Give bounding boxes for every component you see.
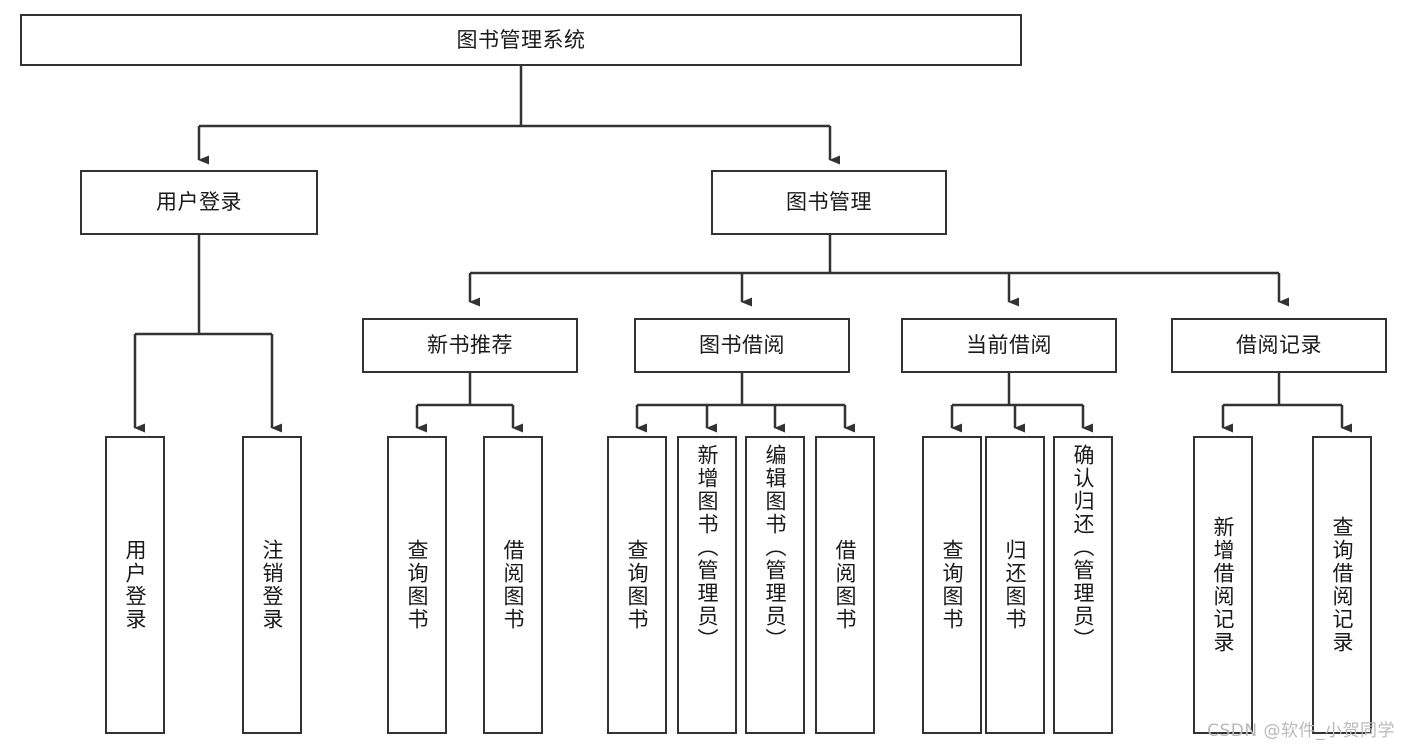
node-book-borrow[interactable]: 图书借阅 bbox=[634, 318, 850, 373]
node-leaf-query-record-label: 查询借阅记录 bbox=[1330, 516, 1355, 654]
node-new-book-recommend-label: 新书推荐 bbox=[427, 333, 513, 358]
node-leaf-borrow-book-2-label: 借阅图书 bbox=[833, 539, 858, 631]
node-leaf-edit-book[interactable]: 编辑图书（管理员） bbox=[745, 436, 805, 734]
node-leaf-query-record[interactable]: 查询借阅记录 bbox=[1312, 436, 1372, 734]
node-leaf-borrow-book-2[interactable]: 借阅图书 bbox=[815, 436, 875, 734]
node-borrow-record[interactable]: 借阅记录 bbox=[1171, 318, 1387, 373]
node-book-management-label: 图书管理 bbox=[786, 190, 872, 215]
node-leaf-add-record[interactable]: 新增借阅记录 bbox=[1193, 436, 1253, 734]
node-leaf-borrow-book-1[interactable]: 借阅图书 bbox=[483, 436, 543, 734]
node-leaf-user-login[interactable]: 用户登录 bbox=[105, 436, 165, 734]
node-leaf-return-book-label: 归还图书 bbox=[1003, 539, 1028, 631]
node-leaf-query-book-3[interactable]: 查询图书 bbox=[922, 436, 982, 734]
node-root[interactable]: 图书管理系统 bbox=[20, 14, 1022, 66]
node-leaf-query-book-2-label: 查询图书 bbox=[625, 539, 650, 631]
node-leaf-add-record-label: 新增借阅记录 bbox=[1211, 516, 1236, 654]
node-leaf-query-book-1-label: 查询图书 bbox=[405, 539, 430, 631]
node-leaf-confirm-return-label: 确认归还（管理员） bbox=[1071, 444, 1096, 651]
node-leaf-query-book-3-label: 查询图书 bbox=[940, 539, 965, 631]
node-leaf-edit-book-label: 编辑图书（管理员） bbox=[763, 444, 788, 651]
node-book-management[interactable]: 图书管理 bbox=[711, 170, 947, 235]
node-user-login-label: 用户登录 bbox=[156, 190, 242, 215]
node-new-book-recommend[interactable]: 新书推荐 bbox=[362, 318, 578, 373]
node-leaf-query-book-1[interactable]: 查询图书 bbox=[387, 436, 447, 734]
node-leaf-add-book-label: 新增图书（管理员） bbox=[695, 444, 720, 651]
node-leaf-user-login-label: 用户登录 bbox=[123, 539, 148, 631]
node-book-borrow-label: 图书借阅 bbox=[699, 333, 785, 358]
node-leaf-add-book[interactable]: 新增图书（管理员） bbox=[677, 436, 737, 734]
node-leaf-query-book-2[interactable]: 查询图书 bbox=[607, 436, 667, 734]
node-leaf-confirm-return[interactable]: 确认归还（管理员） bbox=[1053, 436, 1113, 734]
watermark-text: CSDN @软件_小贺同学 bbox=[1207, 721, 1395, 741]
node-current-borrow[interactable]: 当前借阅 bbox=[901, 318, 1117, 373]
node-leaf-return-book[interactable]: 归还图书 bbox=[985, 436, 1045, 734]
node-leaf-borrow-book-1-label: 借阅图书 bbox=[501, 539, 526, 631]
node-current-borrow-label: 当前借阅 bbox=[966, 333, 1052, 358]
node-leaf-logout-label: 注销登录 bbox=[260, 539, 285, 631]
node-root-label: 图书管理系统 bbox=[456, 27, 586, 52]
node-leaf-logout[interactable]: 注销登录 bbox=[242, 436, 302, 734]
node-borrow-record-label: 借阅记录 bbox=[1236, 333, 1322, 358]
node-user-login[interactable]: 用户登录 bbox=[80, 170, 318, 235]
